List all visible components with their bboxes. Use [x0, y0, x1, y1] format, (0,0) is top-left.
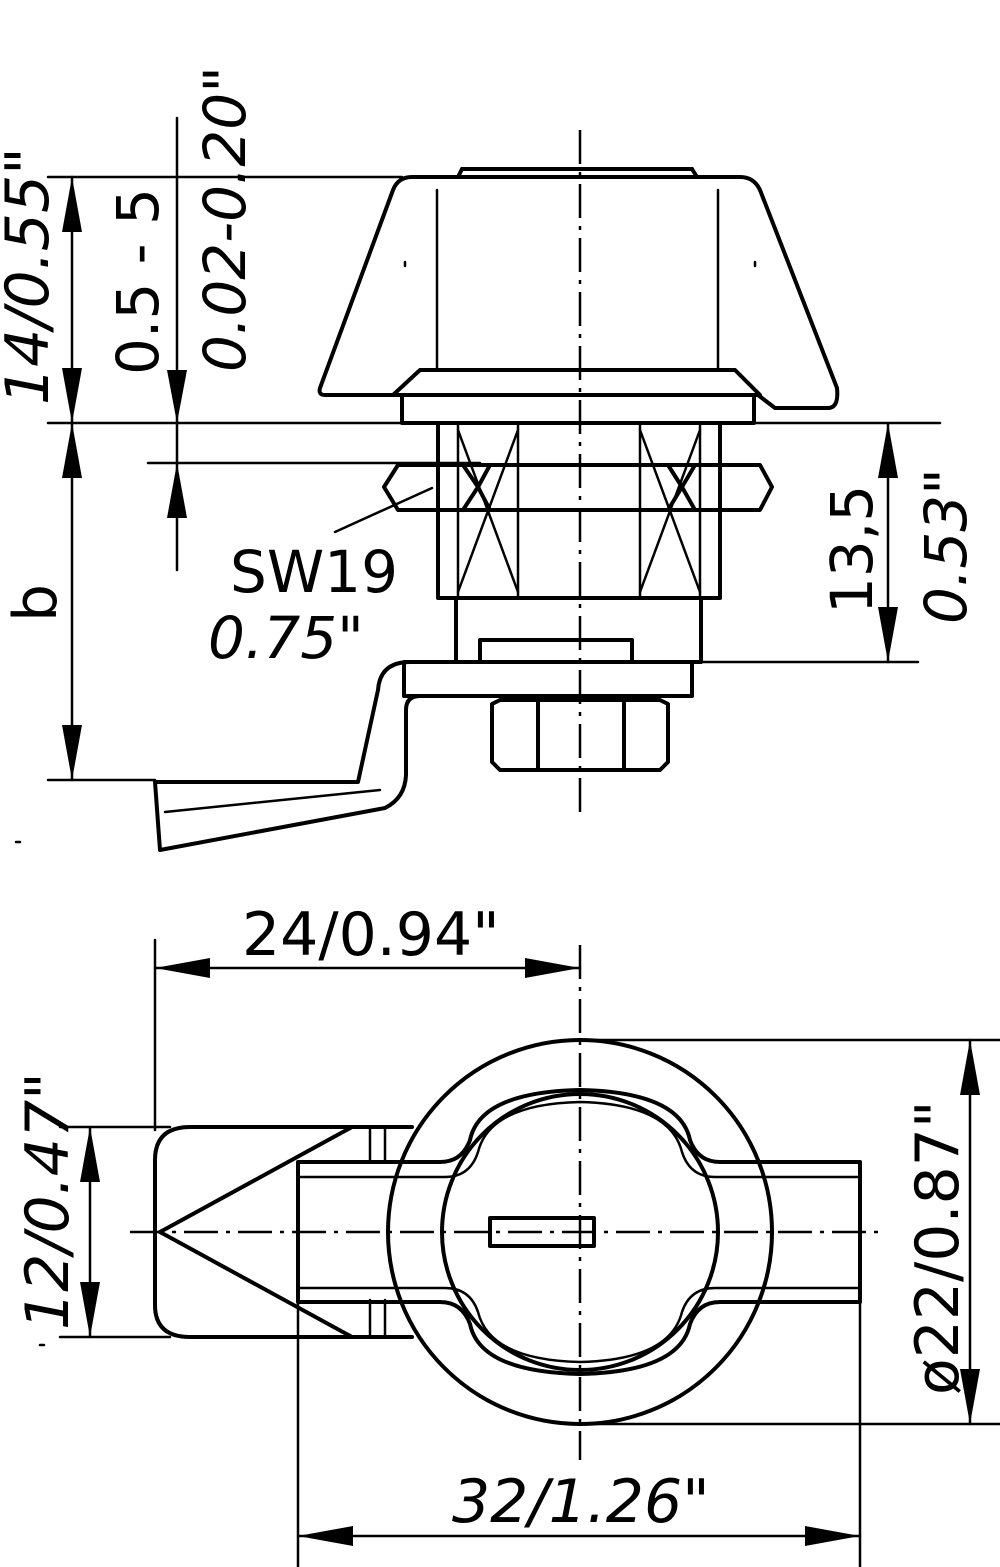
- arrowhead: [878, 607, 898, 662]
- dim-label-total-width: 32/1.26": [452, 1467, 710, 1537]
- side-view: 14/0.55" 0.5 - 5 0.02-0.20" b SW19 0.75"…: [0, 66, 980, 852]
- knob-top-cap: [690, 167, 699, 179]
- collar: [391, 368, 762, 397]
- dim-label-body-height-in: 0.53": [912, 468, 980, 624]
- arrowhead: [960, 1369, 980, 1424]
- top-view: 24/0.94" 12/0.47" ø22/0.87" 32/1.26": [13, 900, 1000, 1567]
- arrowhead: [167, 463, 187, 518]
- arrowhead: [62, 725, 82, 780]
- arrowhead: [805, 1526, 860, 1546]
- cam-lever: [153, 660, 482, 852]
- dim-label-thickness-in: 0.02-0.20": [191, 66, 259, 372]
- key-slot: [488, 1216, 596, 1248]
- arrowhead: [155, 958, 210, 978]
- leader-line-wrench-size: [333, 486, 434, 534]
- arrowhead: [960, 1040, 980, 1095]
- dim-label-thickness-mm: 0.5 - 5: [104, 188, 172, 375]
- arrowhead: [167, 370, 187, 423]
- body-step: [478, 638, 634, 664]
- knob-wings-inner: [296, 1100, 862, 1364]
- lower-body: [454, 596, 703, 664]
- hex-nut: [382, 463, 774, 512]
- cam-lever-edge: [163, 788, 382, 814]
- arrowhead: [62, 368, 82, 423]
- arrowhead: [878, 423, 898, 478]
- dim-label-lever-reach: 24/0.94": [242, 900, 500, 970]
- hex-nut-faces: [461, 463, 697, 512]
- dim-label-body-height-mm: 13,5: [818, 485, 886, 614]
- arrowhead: [62, 423, 82, 478]
- label-wrench-size-in: 0.75": [208, 604, 364, 672]
- flange: [400, 393, 756, 425]
- knob-head: [317, 175, 840, 410]
- dim-label-lever-width: 12/0.47": [13, 1072, 83, 1330]
- bottom-nut: [490, 698, 670, 772]
- key-barrel: [440, 1092, 720, 1372]
- arrowhead: [80, 1127, 100, 1182]
- dim-label-head-diameter: ø22/0.87": [903, 1101, 973, 1395]
- arrowhead: [62, 177, 82, 232]
- cam-lever-taper: [158, 1125, 354, 1234]
- dim-label-top-height: 14/0.55": [0, 147, 63, 405]
- label-wrench-size-mm: SW19: [230, 538, 398, 606]
- arrowhead: [298, 1526, 353, 1546]
- shaft-housing: [402, 660, 694, 698]
- dim-label-variable-length: b: [1, 584, 71, 622]
- arrowhead: [525, 958, 580, 978]
- cam-lever-taper: [158, 1230, 354, 1339]
- cam-lever-top: [153, 1125, 414, 1339]
- arrowhead: [80, 1282, 100, 1337]
